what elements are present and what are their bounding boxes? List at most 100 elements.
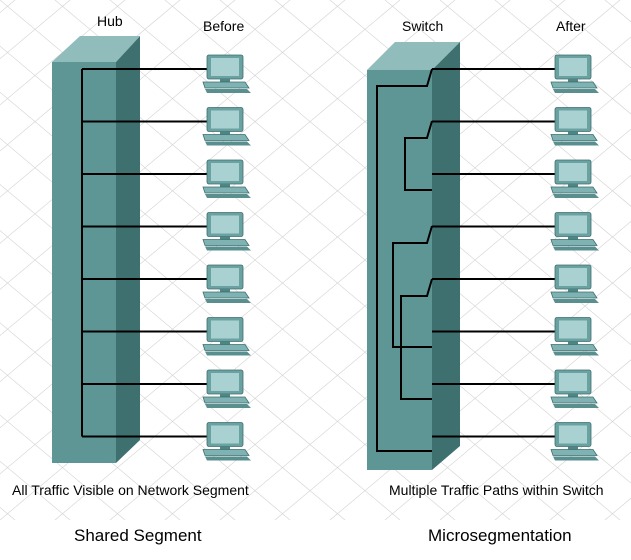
keyboard [205,351,251,356]
keyboard [205,404,251,408]
keyboard [205,456,251,461]
monitor-screen [211,268,239,286]
grid-line [384,313,631,521]
switch-internal-path [400,278,433,400]
monitor-screen [559,215,587,234]
computer-base [202,344,250,351]
switch-caption: Multiple Traffic Paths within Switch [389,482,604,498]
computer-icon [202,264,251,303]
grid-line [0,0,456,383]
monitor-stand [568,446,578,450]
monitor-stand [568,341,578,345]
monitor-stand [568,236,578,240]
grid-line [0,0,291,244]
computer-base [550,81,598,89]
computer-icon [550,369,599,408]
computer-icon [550,422,599,461]
monitor-screen [211,215,239,234]
switch-internal-path [404,120,433,191]
computer-icon [202,107,251,146]
hub-label: Hub [97,13,123,29]
monitor-stand [220,446,230,450]
monitor-stand [220,236,230,240]
grid-line [0,0,16,13]
grid-line [439,359,631,521]
computer-base [202,239,250,246]
grid-line [604,0,631,23]
monitor-screen [559,425,587,444]
monitor-stand [568,289,578,292]
keyboard [205,89,251,93]
monitor-screen [559,320,587,339]
grid-line [494,0,631,115]
keyboard [553,141,599,146]
monitor-screen [559,58,587,76]
monitor-stand [568,79,578,82]
switch-internal-path [376,68,433,452]
hub-caption: All Traffic Visible on Network Segment [12,482,249,498]
hub-computers [202,54,251,461]
monitor-screen [211,58,239,76]
monitor-screen [211,425,239,444]
grid-line [0,230,346,521]
computer-base [202,396,250,404]
computer-icon [202,422,251,461]
hub-wiring [81,68,207,438]
computer-base [550,134,598,141]
computer-base [550,239,598,246]
hub-top-face [52,36,140,62]
computer-base [550,396,598,404]
computer-icon [202,212,251,251]
computer-base [550,291,598,299]
keyboard [553,194,599,198]
computer-icon [550,107,599,146]
grid-line [0,276,291,521]
grid-line [0,414,126,521]
computer-icon [550,54,599,93]
before-label: Before [203,18,245,34]
monitor-screen [211,373,239,391]
computer-base [550,449,598,456]
grid-line [0,507,16,521]
switch-top-face [367,42,460,70]
monitor-screen [559,373,587,391]
grid-line [0,0,346,290]
keyboard [553,456,599,461]
keyboard [205,246,251,251]
microsegmentation-title: Microsegmentation [428,526,572,545]
computer-icon [202,369,251,408]
switch-wiring [376,68,555,452]
grid-line [219,174,631,521]
computer-base [202,186,250,194]
keyboard [553,351,599,356]
monitor-screen [559,110,587,129]
grid-line [494,405,631,521]
computer-icon [550,317,599,356]
shared-segment-title: Shared Segment [74,526,202,545]
hub-side-face [116,36,140,463]
monitor-screen [559,268,587,286]
computer-base [202,134,250,141]
computer-icon [202,317,251,356]
switch-label: Switch [402,18,444,34]
keyboard [553,299,599,303]
monitor-stand [220,341,230,345]
monitor-stand [220,184,230,187]
grid-line [384,0,631,207]
monitor-screen [211,163,239,181]
grid-line [164,128,631,521]
monitor-stand [568,184,578,187]
grid-line [54,36,631,521]
keyboard [553,246,599,251]
monitor-stand [568,394,578,397]
grid-line [0,0,566,475]
hub-device-icon [52,36,140,463]
computer-icon [550,264,599,303]
computer-icon [202,159,251,198]
monitor-screen [559,163,587,181]
keyboard [553,89,599,93]
computer-icon [202,54,251,93]
monitor-screen [211,320,239,339]
grid-line [0,0,126,106]
keyboard [205,141,251,146]
